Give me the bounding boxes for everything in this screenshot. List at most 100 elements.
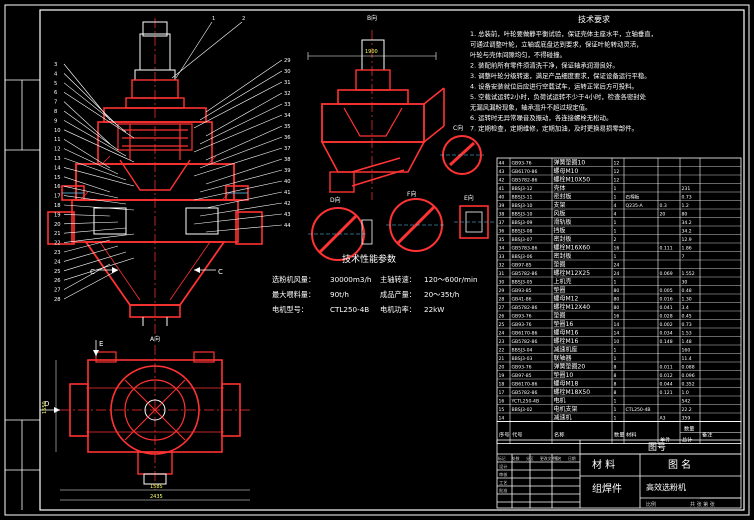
bom-cell: BBSJ3-09 [512, 220, 533, 226]
c-view-label: C向 [453, 124, 463, 132]
bom-cell: 0.088 [682, 365, 695, 371]
plan-view [40, 340, 250, 501]
balloon-number: 1 [212, 16, 215, 22]
bom-cell: 31 [499, 271, 505, 277]
bom-cell: 1 [614, 407, 617, 413]
bom-cell: 壳体 [554, 184, 566, 192]
tech-req-title: 技术要求 [578, 14, 610, 24]
bom-cell: GB6170-86 [512, 382, 538, 388]
bom-cell: GB6170-86 [512, 331, 538, 337]
balloon-number: 6 [54, 90, 57, 96]
bom-cell: 2 [614, 237, 617, 243]
bom-cell: 24 [614, 271, 620, 277]
param-value: 90t/h [330, 290, 349, 299]
tech-req-lines: 1. 总装前，叶轮要做静平衡试验，保证壳体主座水平，立轴垂直， 可通过调整叶轮，… [470, 29, 657, 133]
balloon-number: 8 [54, 109, 57, 115]
balloon-number: 15 [54, 175, 61, 181]
bom-cell: 30 [499, 280, 505, 286]
bom-cell: 42 [499, 178, 505, 184]
bom-cell: 80 [614, 288, 620, 294]
bom-cell: 1 [614, 399, 617, 405]
leader-lines-main [63, 21, 283, 300]
bom-cell: BBSJ3-04 [512, 348, 533, 354]
bom-cell: 41 [499, 186, 505, 192]
bom-cell: 电机支架 [554, 405, 578, 413]
bom-cell: 4 [614, 203, 617, 209]
balloon-number: 25 [54, 269, 61, 275]
balloon-number: 9 [54, 118, 57, 124]
tb-row-label: 处数 [512, 456, 520, 461]
tb-row-label: 分区 [526, 456, 534, 461]
bom-cell: BBSJ3-12 [512, 186, 533, 192]
param-value-2: 120～600r/min [424, 275, 478, 284]
bom-cell: 17 [499, 390, 505, 396]
tech-req-line: 3. 调整叶轮分级转速，满足产品细度要求，保证设备运行平稳。 [470, 71, 651, 80]
bom-cell: GB93-76 [512, 322, 532, 328]
title-block [496, 439, 742, 509]
tech-req-line: 5. 空载试运转2小时，负荷试运转不少于4小时，检查各密封处 [470, 92, 647, 101]
balloon-number: 16 [54, 184, 61, 190]
tech-req-line: 叶轮与壳体间隙均匀，不得碰撞。 [470, 50, 566, 59]
bom-cell: 0.034 [660, 331, 673, 337]
bom-cell: 34.2 [682, 220, 692, 226]
bom-cell: 34 [499, 246, 505, 252]
balloon-number: 27 [54, 288, 61, 294]
bom-cell: 25 [499, 322, 505, 328]
balloon-number: 13 [54, 156, 61, 162]
bom-cell: 44 [499, 161, 505, 167]
bom-header-cell: 单件 [660, 436, 670, 444]
balloon-number: 43 [284, 212, 291, 218]
tb-sign-label: 工艺 [499, 480, 507, 485]
bom-cell: 螺栓M16X60 [554, 244, 591, 252]
bom-cell: 7 [682, 254, 685, 260]
product-name: 高效选粉机 [646, 482, 686, 492]
bom-cell: 垫圈16 [554, 320, 574, 328]
balloon-number: 10 [54, 128, 61, 134]
bom-cell: 43 [499, 169, 505, 175]
bom-cell: 0.352 [682, 382, 695, 388]
outer-frame [4, 4, 750, 516]
bom-cell: BBSJ3-10 [512, 212, 533, 218]
bom-cell: 0.48 [682, 288, 692, 294]
f-view-label: F向 [407, 190, 416, 198]
bom-cell: BBSJ3-10 [512, 203, 533, 209]
bom-cell: GB5782-86 [512, 339, 538, 345]
bom-cell: GB5782-86 [512, 271, 538, 277]
bom-cell: 8 [614, 373, 617, 379]
tb-row-label: 签名 [554, 456, 562, 461]
bom-cell: 14 [614, 322, 620, 328]
bom-cell: 21 [499, 356, 505, 362]
bom-cell: 0.028 [660, 314, 673, 320]
tb-row-label: 更改文件号 [540, 456, 559, 461]
bom-cell: 1.86 [682, 246, 692, 252]
binding-strip [5, 79, 40, 510]
bom-cell: 29 [499, 288, 505, 294]
balloon-number: 44 [284, 223, 291, 229]
bom-cell: 垫圈10 [554, 371, 574, 379]
bom-cell: 1 [614, 348, 617, 354]
bom-cell: 19 [499, 373, 505, 379]
bom-cell: 359 [682, 416, 691, 422]
bom-cell: 1 [614, 220, 617, 226]
bom-cell: 12 [614, 161, 620, 167]
bom-cell: 1.48 [682, 339, 692, 345]
tech-req-line: 无漏风漏粉现象，轴承温升不超过规定值。 [470, 103, 591, 112]
bom-cell: 电机 [554, 397, 566, 405]
balloon-number: 7 [54, 100, 57, 106]
bom-cell: 8 [614, 365, 617, 371]
bom-cell: 22 [499, 348, 505, 354]
f-view-section [386, 198, 446, 252]
bom-cell: 1 [614, 280, 617, 286]
param-label-2: 主轴转速： [380, 275, 416, 284]
bom-cell: 螺栓M18X50 [554, 388, 591, 396]
balloon-number: 41 [284, 190, 291, 196]
e-view-detail [454, 205, 494, 239]
bom-cell: 0.069 [660, 271, 673, 277]
tb-row-label: 日期 [568, 456, 576, 461]
bom-cell: 33 [499, 254, 505, 260]
balloon-labels-main: 3456789101112131415161718192021222324252… [54, 16, 291, 303]
bom-cell: 螺母M16 [554, 329, 579, 337]
bom-cell: BBSJ3-08 [512, 229, 533, 235]
bom-cell: 12 [614, 178, 620, 184]
tb-sign-label: 审核 [499, 471, 508, 478]
